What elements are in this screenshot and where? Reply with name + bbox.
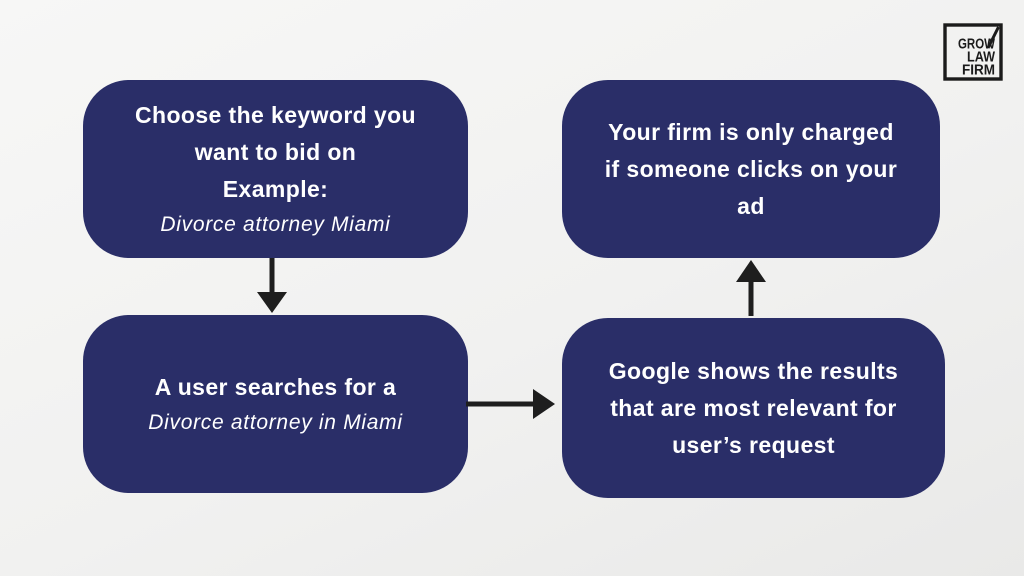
step-text-line: user’s request (672, 431, 835, 458)
arrow-up-icon (735, 259, 767, 316)
step-text-line: Your firm is only charged (608, 118, 894, 145)
step-text-line: want to bid on (194, 139, 357, 165)
step-text-line: that are most relevant for (610, 394, 897, 421)
logo-text-firm: FIRM (962, 63, 995, 79)
step-example-text: Divorce attorney in Miami (148, 411, 403, 434)
step-text-line: A user searches for a (154, 374, 397, 400)
logo-border (943, 23, 1003, 81)
arrow-down-icon (256, 258, 288, 314)
step-text-line: Example: (222, 176, 329, 202)
logo-text-law: LAW (967, 50, 995, 66)
step-text-line: if someone clicks on your (604, 155, 898, 182)
logo-text-grow: GROW (958, 37, 995, 53)
arrow-right-icon (466, 388, 556, 420)
flow-step-firm-charged: Your firm is only charged if someone cli… (562, 80, 940, 258)
logo-growth-slash (986, 26, 1000, 49)
step-example-text: Divorce attorney Miami (160, 213, 391, 236)
grow-law-firm-logo: GROW LAW FIRM (942, 22, 1004, 87)
step-text-line: Google shows the results (608, 357, 899, 384)
flow-step-choose-keyword: Choose the keyword you want to bid on Ex… (83, 80, 468, 258)
step-text-line: Choose the keyword you (134, 102, 416, 128)
step-text-line: ad (737, 192, 765, 219)
flow-step-google-results: Google shows the results that are most r… (562, 318, 945, 498)
flow-step-user-search: A user searches for a Divorce attorney i… (83, 315, 468, 493)
